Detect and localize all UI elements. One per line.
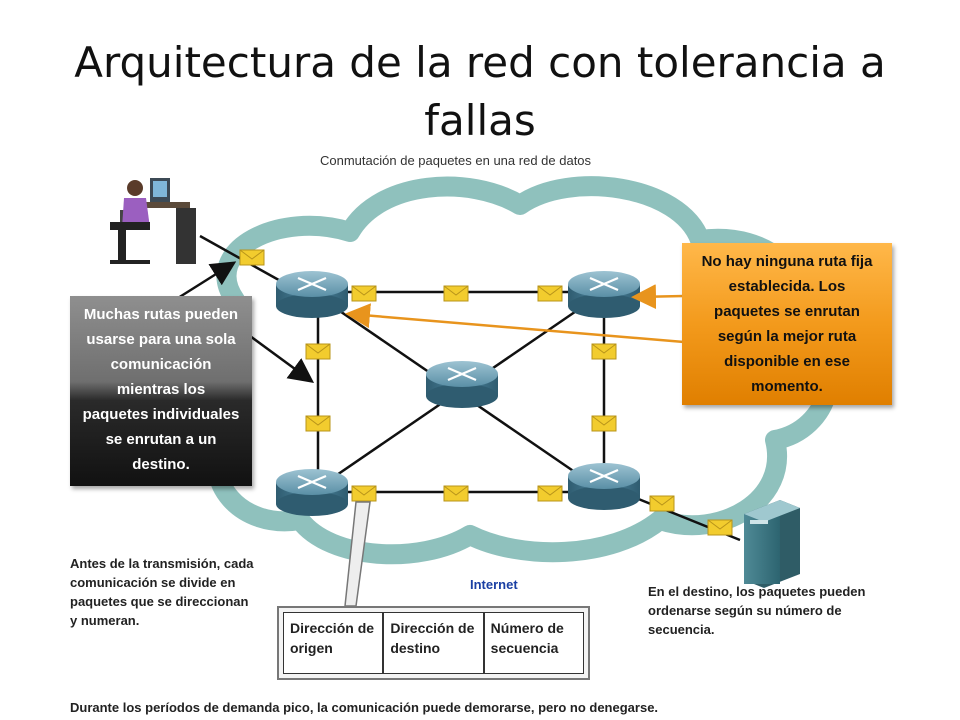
packet-icon — [305, 415, 331, 432]
callout-right-line: disponible en ese — [724, 353, 850, 370]
router-top-left — [276, 271, 348, 318]
internet-label: Internet — [470, 577, 518, 592]
header-destination-address: Dirección de destino — [383, 612, 484, 674]
diagram-header: Conmutación de paquetes en una red de da… — [320, 153, 592, 168]
note-line: ordenarse según su número de — [648, 603, 842, 618]
packet-icon — [591, 415, 617, 432]
callout-right-line: No hay ninguna ruta fija — [701, 253, 873, 270]
packet-icon — [591, 343, 617, 360]
callout-right-line: momento. — [751, 378, 823, 395]
callout-multiple-paths: Muchas rutas pueden usarse para una sola… — [70, 296, 252, 486]
user-workstation-icon — [110, 178, 196, 264]
title-line-2: fallas — [424, 96, 536, 145]
packet-icon — [537, 485, 563, 502]
title-line-1: Arquitectura de la red con tolerancia a — [74, 38, 886, 87]
callout-no-fixed-route: No hay ninguna ruta fija establecida. Lo… — [682, 243, 892, 405]
callout-left-line: comunicación — [110, 356, 212, 373]
packet-icon — [351, 285, 377, 302]
slide-title: Arquitectura de la red con tolerancia a … — [0, 34, 960, 150]
callout-left-line: paquetes individuales — [82, 406, 240, 423]
header-sequence-number: Número de secuencia — [483, 612, 584, 674]
orange-arrow-lower — [345, 303, 685, 344]
packet-icon — [649, 495, 675, 512]
callout-right-line: según la mejor ruta — [717, 328, 857, 345]
packet-icon — [537, 285, 563, 302]
note-line: secuencia. — [648, 622, 715, 637]
packet-icon — [707, 519, 733, 536]
note-line: comunicación se divide en — [70, 575, 236, 590]
note-before-transmission: Antes de la transmisión, cada comunicaci… — [70, 554, 285, 630]
callout-right-line: establecida. Los — [728, 278, 846, 295]
destination-server-icon — [744, 500, 800, 588]
callout-left-line: destino. — [132, 456, 190, 473]
note-at-destination: En el destino, los paquetes pueden orden… — [648, 582, 898, 639]
footer-note: Durante los períodos de demanda pico, la… — [70, 700, 659, 715]
pointer-arrow-lower — [249, 334, 315, 383]
note-line: y numeran. — [70, 613, 140, 628]
packet-icon — [239, 249, 265, 266]
packet-icon — [443, 285, 469, 302]
packet-icon — [351, 485, 377, 502]
router-bottom-left — [276, 469, 348, 516]
pointer-arrow-upper — [177, 261, 237, 300]
router-bottom-right — [568, 463, 640, 510]
router-top-right — [568, 271, 640, 318]
callout-left-line: usarse para una sola — [86, 331, 236, 348]
packet-envelopes — [239, 249, 733, 536]
callout-left-line: se enrutan a un — [105, 431, 217, 448]
packet-icon — [305, 343, 331, 360]
note-line: En el destino, los paquetes pueden — [648, 584, 866, 599]
header-source-address: Dirección de origen — [283, 612, 384, 674]
callout-left-line: Muchas rutas pueden — [83, 306, 239, 323]
orange-arrow-upper — [631, 284, 685, 310]
packet-header-table: Dirección de origen Dirección de destino… — [277, 606, 590, 680]
note-line: Antes de la transmisión, cada — [70, 556, 254, 571]
callout-left-line: mientras los — [116, 381, 206, 398]
callout-right-line: paquetes se enrutan — [714, 303, 860, 320]
note-line: paquetes que se direccionan — [70, 594, 249, 609]
router-center — [426, 361, 498, 408]
packet-icon — [443, 485, 469, 502]
